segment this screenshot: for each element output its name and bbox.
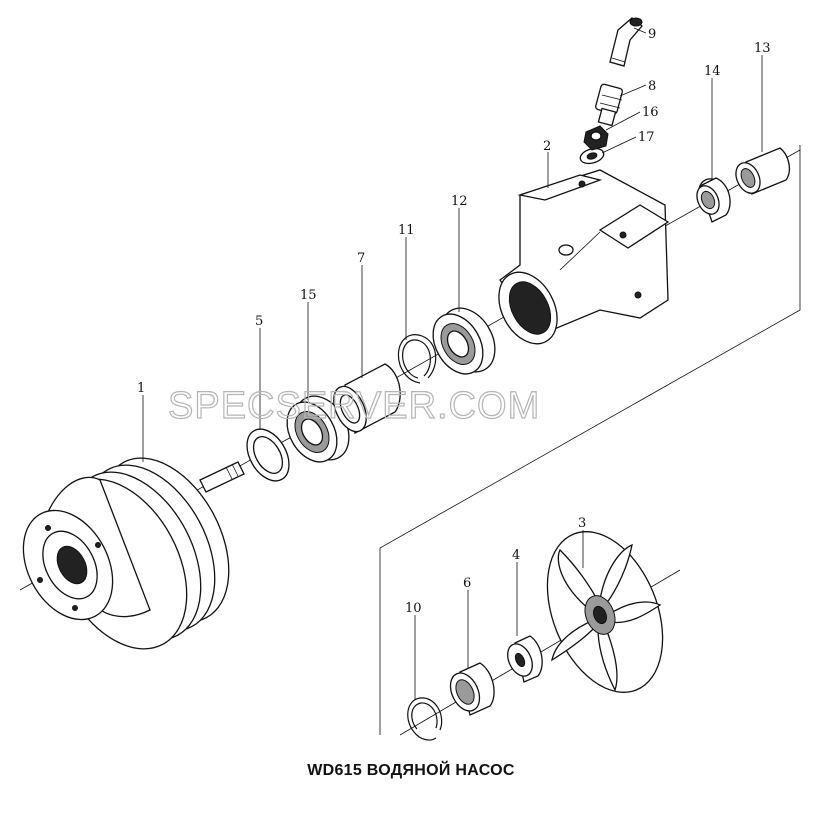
callout-16: 16 — [642, 105, 659, 120]
shaft — [199, 461, 245, 493]
washer — [579, 147, 605, 165]
snap-ring-main — [397, 334, 437, 384]
callout-2: 2 — [543, 139, 551, 154]
callout-7: 7 — [357, 251, 365, 266]
callout-11: 11 — [398, 223, 415, 238]
elbow-nozzle — [609, 17, 643, 67]
callout-1: 1 — [137, 381, 145, 396]
watermark-text: SPECSERVER.COM — [168, 385, 540, 427]
callout-17: 17 — [638, 130, 655, 145]
bearing-rear — [432, 307, 496, 375]
bushing-sleeve — [735, 147, 791, 195]
diagram-caption: WD615 ВОДЯНОЙ НАСОС — [307, 762, 515, 779]
callout-9: 9 — [648, 27, 656, 42]
seal-ring — [246, 428, 290, 482]
leader-lines — [142, 27, 763, 700]
snap-ring-impeller — [407, 697, 443, 741]
callout-13: 13 — [754, 41, 771, 56]
callout-14: 14 — [704, 64, 721, 79]
connector-fitting — [595, 83, 623, 127]
seal-bushing — [449, 662, 495, 716]
callout-3: 3 — [578, 516, 586, 531]
bushing-ring — [696, 177, 731, 223]
callout-6: 6 — [463, 576, 471, 591]
impeller — [546, 531, 664, 693]
callout-10: 10 — [405, 601, 422, 616]
seal-seat — [507, 635, 543, 683]
pump-housing — [498, 169, 670, 345]
callout-4: 4 — [512, 548, 520, 563]
group-boundary-line — [379, 145, 801, 735]
callout-8: 8 — [648, 79, 656, 94]
pulley-assembly — [22, 457, 245, 650]
spacer-sleeve — [333, 363, 401, 434]
callout-labels: 1 2 3 4 5 6 7 8 9 10 11 12 13 14 15 16 1… — [137, 27, 771, 616]
nut — [583, 125, 609, 151]
callout-5: 5 — [255, 314, 263, 329]
callout-15: 15 — [300, 288, 317, 303]
callout-12: 12 — [451, 194, 468, 209]
